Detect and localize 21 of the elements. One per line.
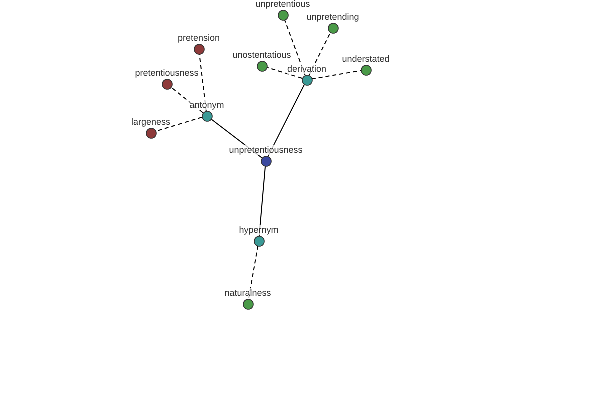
node-label: unpretentiousness xyxy=(229,144,303,154)
connector-line xyxy=(170,86,204,114)
connector-line xyxy=(308,32,332,76)
node-label: pretentiousness xyxy=(135,68,199,78)
connector-line xyxy=(311,70,362,80)
connector-line xyxy=(284,19,306,76)
node-label: naturalness xyxy=(224,288,272,298)
connector-line xyxy=(199,53,207,112)
node-label: antonym xyxy=(190,100,224,110)
node-label: unpretending xyxy=(306,12,360,22)
node-label: derivation xyxy=(287,64,327,74)
node-label: unpretentious xyxy=(256,0,310,8)
node-label: unostentatious xyxy=(232,50,292,60)
node-label: pretension xyxy=(178,32,220,42)
connector-line xyxy=(268,84,306,158)
node-label: largeness xyxy=(131,116,171,126)
node-label: understated xyxy=(342,54,390,64)
connector-line xyxy=(266,66,303,80)
connector-line xyxy=(258,165,266,237)
connector-line xyxy=(155,116,203,132)
node-label: hypernym xyxy=(239,224,279,234)
